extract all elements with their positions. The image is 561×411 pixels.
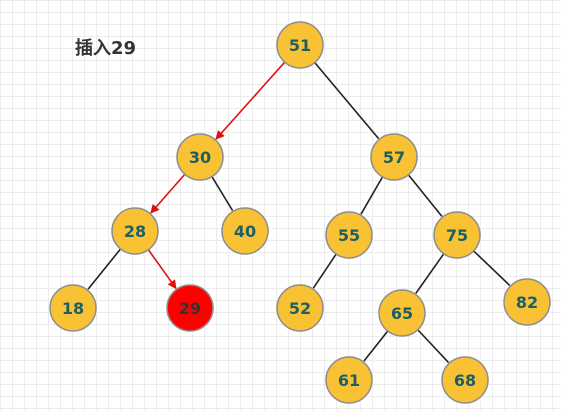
tree-node-30: 30: [176, 133, 224, 181]
path-arrow-n28-n29: [147, 249, 177, 290]
tree-node-61: 61: [325, 356, 373, 404]
node-circle: [370, 133, 418, 181]
tree-node-40: 40: [221, 207, 269, 255]
edge-n30-n40: [211, 176, 234, 211]
node-label: 68: [454, 371, 476, 390]
path-arrow-n51-n30: [215, 61, 286, 140]
node-circle: [325, 356, 373, 404]
node-circle: [176, 133, 224, 181]
edge-n75-n65: [415, 253, 445, 294]
edge-n51-n57: [314, 62, 380, 140]
node-circle: [49, 284, 97, 332]
node-circle: [325, 211, 373, 259]
tree-node-65: 65: [378, 289, 426, 337]
edge-n55-n52: [312, 253, 337, 289]
tree-node-55: 55: [325, 211, 373, 259]
tree-node-75: 75: [433, 211, 481, 259]
tree-node-18: 18: [49, 284, 97, 332]
node-circle: [276, 284, 324, 332]
node-label: 82: [516, 293, 538, 312]
tree-nodes: 51 30 57 28 40 55 75 18 29 52 65 82 61 68: [49, 21, 551, 404]
node-circle: [221, 207, 269, 255]
diagram-title: 插入29: [75, 38, 137, 59]
tree-node-82: 82: [503, 278, 551, 326]
node-circle: [441, 356, 489, 404]
node-label: 61: [338, 371, 360, 390]
node-label: 30: [189, 148, 211, 167]
node-label: 57: [383, 148, 405, 167]
edge-n57-n75: [407, 174, 443, 217]
tree-node-52: 52: [276, 284, 324, 332]
node-label: 18: [62, 299, 84, 318]
tree-node-28: 28: [111, 207, 159, 255]
edge-n65-n61: [363, 330, 389, 362]
node-circle: [433, 211, 481, 259]
node-label: 65: [391, 304, 413, 323]
edge-n28-n18: [87, 248, 122, 290]
node-label: 75: [446, 226, 468, 245]
node-label: 28: [124, 222, 146, 241]
node-circle: [378, 289, 426, 337]
node-circle: [276, 21, 324, 69]
tree-node-68: 68: [441, 356, 489, 404]
tree-node-29: 29: [166, 284, 214, 332]
node-label: 51: [289, 36, 311, 55]
tree-node-57: 57: [370, 133, 418, 181]
tree-node-51: 51: [276, 21, 324, 69]
node-label: 55: [338, 226, 360, 245]
node-label: 40: [234, 222, 256, 241]
node-circle: [166, 284, 214, 332]
node-label: 52: [289, 299, 311, 318]
node-label: 29: [179, 299, 201, 318]
node-circle: [503, 278, 551, 326]
tree-edges: [87, 61, 511, 364]
edge-n57-n55: [360, 176, 384, 215]
node-circle: [111, 207, 159, 255]
edge-n75-n82: [473, 250, 511, 286]
path-arrow-n30-n28: [150, 173, 186, 214]
edge-n65-n68: [417, 329, 450, 364]
